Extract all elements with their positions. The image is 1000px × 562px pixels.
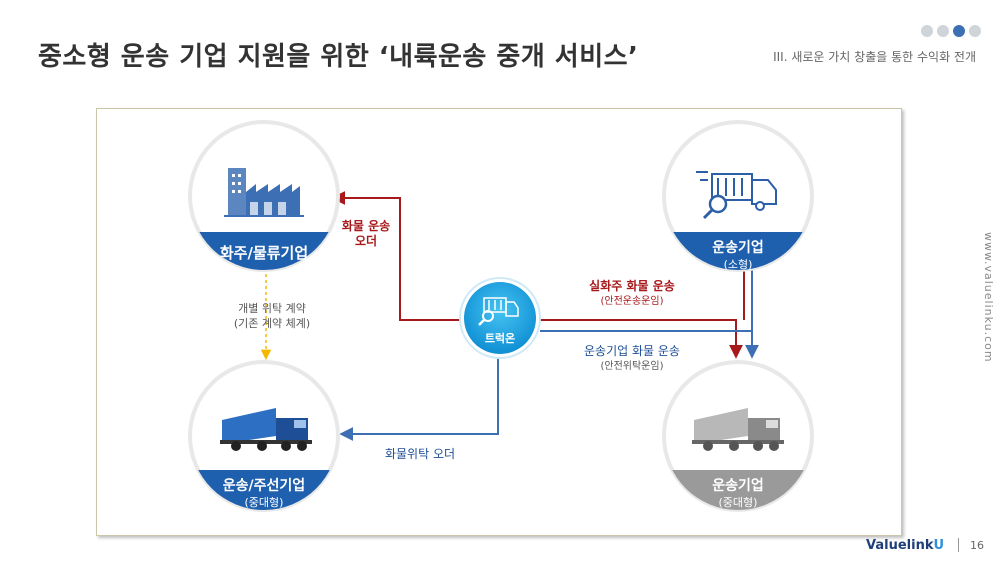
- progress-dot: [968, 24, 982, 38]
- small-carrier-label: 운송기업: [712, 240, 764, 256]
- node-mid-carrier: 운송기업 (중대형): [662, 360, 814, 512]
- small-carrier-sub: (소형): [724, 258, 753, 271]
- logo-accent-text: U: [933, 538, 945, 553]
- section-subtitle: III. 새로운 가치 창출을 통한 수익화 전개: [773, 50, 976, 64]
- contract-label-2: (기존 계약 체계): [234, 316, 310, 330]
- carrier-freight-label-1: 운송기업 화물 운송: [584, 344, 680, 358]
- contract-label-1: 개별 위탁 계약: [238, 301, 306, 315]
- logo-main-text: Valuelink: [866, 538, 934, 553]
- mid-carrier-sub: (중대형): [719, 496, 758, 509]
- footer-divider: [958, 538, 959, 552]
- truck-search-hub-icon: [478, 297, 519, 326]
- mid-forwarder-sub: (중대형): [245, 496, 284, 509]
- page-title: 중소형 운송 기업 지원을 위한 ‘내륙운송 중개 서비스’: [38, 42, 639, 72]
- freight-order-label-1: 화물 운송: [342, 218, 390, 233]
- mid-carrier-label: 운송기업: [712, 478, 764, 494]
- progress-dots: [920, 24, 982, 38]
- semi-truck-icon: [220, 408, 312, 451]
- progress-dot: [920, 24, 934, 38]
- consign-order-label: 화물위탁 오더: [385, 447, 455, 461]
- node-truckon-hub: 트럭온: [459, 277, 541, 359]
- real-shipper-label-2: (안전운송운임): [600, 294, 663, 307]
- node-small-carrier: 운송기업 (소형): [662, 120, 814, 272]
- connector-freight-order: [331, 191, 498, 321]
- freight-order-label-2: 오더: [355, 233, 377, 248]
- shipper-label: 화주/물류기업: [220, 244, 308, 262]
- valuelink-logo: ValuelinkU: [866, 538, 944, 553]
- website-url: www.valuelinku.com: [982, 232, 995, 363]
- carrier-freight-label-2: (안전위탁운임): [600, 359, 663, 372]
- progress-dot: [936, 24, 950, 38]
- real-shipper-label-1: 실화주 화물 운송: [589, 278, 675, 293]
- mid-forwarder-label: 운송/주선기업: [223, 478, 305, 494]
- progress-dot-active: [952, 24, 966, 38]
- page-number: 16: [970, 539, 984, 552]
- truckon-label: 트럭온: [485, 332, 515, 345]
- truck-search-icon: [696, 171, 777, 220]
- semi-truck-gray-icon: [692, 408, 784, 451]
- node-mid-forwarder: 운송/주선기업 (중대형): [188, 360, 340, 512]
- node-shipper: 화주/물류기업: [188, 120, 340, 272]
- factory-icon: [224, 168, 304, 217]
- connector-consign-order: [339, 348, 499, 441]
